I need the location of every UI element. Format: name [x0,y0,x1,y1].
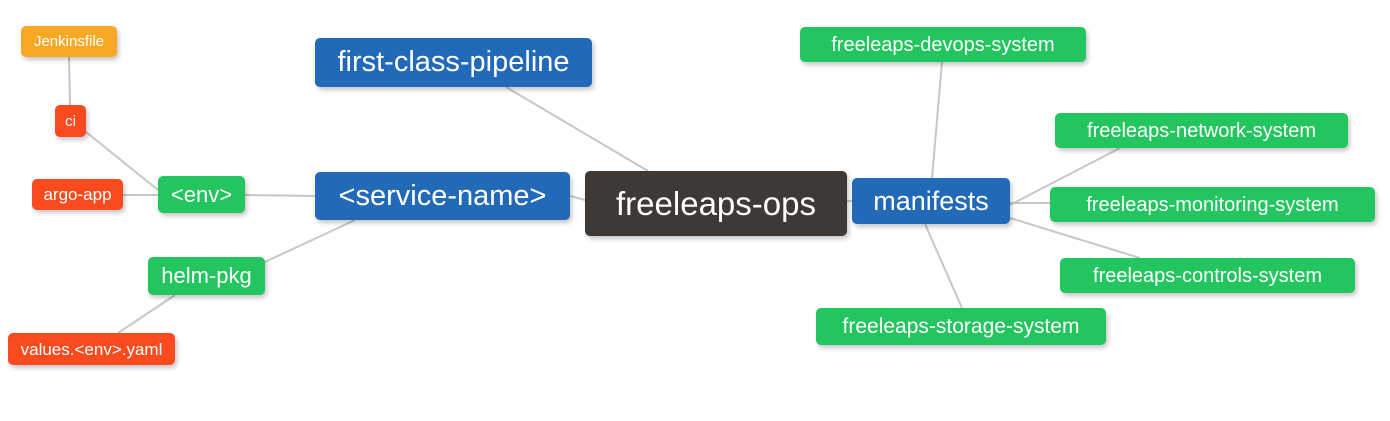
node-label: argo-app [43,185,112,204]
node-label: freeleaps-devops-system [831,33,1055,56]
node-label: manifests [873,185,989,216]
edge-first-class-pipeline-to-freeleaps-ops [505,86,649,172]
edge-manifests-to-freeleaps-controls-system [1009,217,1141,259]
node-freeleaps-ops[interactable]: freeleaps-ops [585,171,847,236]
node-env[interactable]: <env> [158,176,245,213]
edge-env-to-service-name [244,194,316,197]
edge-values-yaml-to-helm-pkg [117,294,176,334]
node-label: freeleaps-network-system [1087,119,1316,142]
node-service-name[interactable]: <service-name> [315,172,570,220]
node-first-class-pipeline[interactable]: first-class-pipeline [315,38,592,87]
edge-helm-pkg-to-service-name [264,219,356,263]
node-label: <env> [170,181,233,207]
node-freeleaps-controls-system[interactable]: freeleaps-controls-system [1060,258,1355,293]
node-argo-app[interactable]: argo-app [32,179,123,210]
node-freeleaps-devops-system[interactable]: freeleaps-devops-system [800,27,1086,62]
node-label: freeleaps-ops [616,185,816,222]
node-freeleaps-network-system[interactable]: freeleaps-network-system [1055,113,1348,148]
node-label: <service-name> [338,179,547,212]
node-label: freeleaps-controls-system [1093,264,1322,287]
node-label: values.<env>.yaml [20,339,163,359]
node-label: Jenkinsfile [33,33,105,50]
node-values-yaml[interactable]: values.<env>.yaml [8,333,175,365]
edge-manifests-to-freeleaps-storage-system [924,223,963,309]
node-label: helm-pkg [161,263,252,288]
node-label: ci [65,112,76,130]
node-label: first-class-pipeline [337,46,570,78]
node-jenkinsfile[interactable]: Jenkinsfile [21,26,117,57]
node-label: freeleaps-storage-system [842,315,1080,338]
node-freeleaps-storage-system[interactable]: freeleaps-storage-system [816,308,1106,345]
node-helm-pkg[interactable]: helm-pkg [148,257,265,295]
node-ci[interactable]: ci [55,105,86,137]
node-manifests[interactable]: manifests [852,178,1010,224]
edge-jenkinsfile-to-ci [68,56,71,106]
node-freeleaps-monitoring-system[interactable]: freeleaps-monitoring-system [1050,187,1375,222]
edge-service-name-to-freeleaps-ops [569,195,586,201]
node-label: freeleaps-monitoring-system [1086,193,1339,216]
edge-manifests-to-freeleaps-devops-system [931,61,943,179]
